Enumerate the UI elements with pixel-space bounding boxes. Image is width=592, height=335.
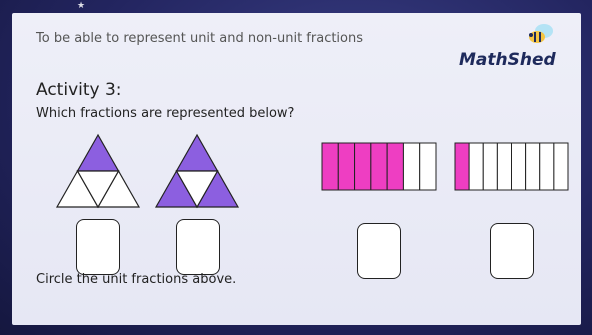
bar-part [454, 142, 470, 191]
bar-part [402, 142, 421, 191]
bar-part [525, 142, 541, 191]
triangle-fraction-2 [154, 133, 240, 209]
bar-part [468, 142, 484, 191]
activity-title: Activity 3: [36, 80, 122, 100]
answer-box-1[interactable] [76, 219, 120, 275]
bar-part [337, 142, 356, 191]
answer-box-3[interactable] [357, 223, 401, 279]
triangle-part [175, 170, 219, 209]
question-text: Which fractions are represented below? [36, 106, 295, 121]
bar-part [496, 142, 512, 191]
bar-part [539, 142, 555, 191]
star-decoration: ★ [77, 1, 86, 11]
bar-part [553, 142, 569, 191]
logo-text: MathShed [459, 50, 556, 70]
mathshed-logo: MathShed [459, 24, 563, 73]
triangle-part [76, 133, 120, 172]
triangle-part [76, 170, 120, 209]
triangle-fraction-1 [55, 133, 141, 209]
answer-box-4[interactable] [490, 223, 534, 279]
bar-part [321, 142, 339, 191]
instruction-footer: Circle the unit fractions above. [36, 272, 237, 287]
bar-part [511, 142, 527, 191]
triangle-part [175, 133, 219, 172]
bar-part [386, 142, 404, 191]
bar-part [354, 142, 372, 191]
answer-box-2[interactable] [176, 219, 220, 275]
bar-fraction-2 [454, 142, 569, 191]
bee-mascot-icon [529, 24, 553, 43]
bar-fraction-1 [321, 142, 437, 191]
bar-part [482, 142, 498, 191]
learning-objective: To be able to represent unit and non-uni… [36, 31, 364, 46]
bar-part [419, 142, 437, 191]
bar-part [370, 142, 388, 191]
